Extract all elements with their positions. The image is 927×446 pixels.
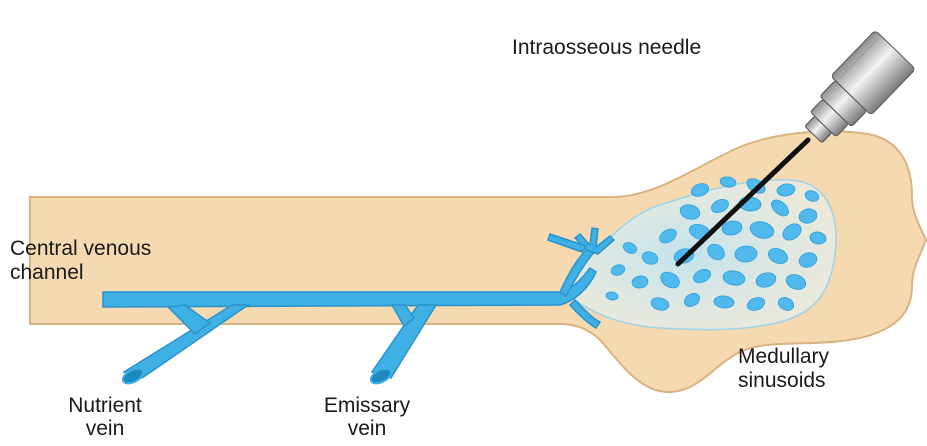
label-nutrient-line2: vein (50, 417, 160, 441)
label-nutrient-line1: Nutrient (50, 394, 160, 418)
label-intraosseous-needle: Intraosseous needle (512, 36, 701, 60)
label-central-venous-line2: channel (10, 261, 84, 285)
label-emissary-line1: Emissary (312, 394, 422, 418)
nutrient-vein-opening (120, 366, 145, 387)
label-medullary-line2: sinusoids (738, 369, 826, 393)
emissary-vein-opening (368, 366, 393, 387)
label-emissary-line2: vein (312, 417, 422, 441)
label-central-venous-line1: Central venous (10, 237, 151, 261)
label-medullary-line1: Medullary (738, 345, 829, 369)
